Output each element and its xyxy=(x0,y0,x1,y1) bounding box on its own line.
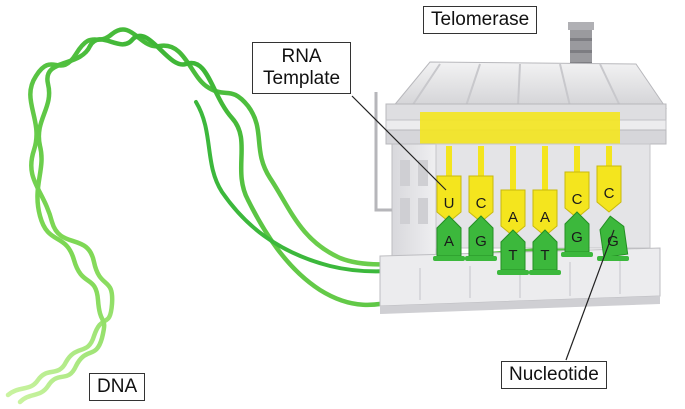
template-stem xyxy=(478,146,484,178)
nucleotide-leader xyxy=(565,229,615,361)
template-base-letter: C xyxy=(572,191,583,208)
template-base xyxy=(564,171,590,219)
nucleotide-foot xyxy=(561,252,593,257)
nucleotide-letter: G xyxy=(607,233,619,250)
rna-template-bar xyxy=(420,112,620,146)
template-base-letter: A xyxy=(508,209,518,226)
template-base xyxy=(500,189,526,237)
nucleotide-foot xyxy=(465,256,497,261)
telomerase-label: Telomerase xyxy=(423,6,538,34)
template-stem xyxy=(574,146,580,174)
rna-template-label: RNA Template xyxy=(252,42,352,94)
nucleotide-letter: T xyxy=(540,247,549,264)
machine-roof xyxy=(390,61,667,109)
template-base xyxy=(468,175,494,223)
template-stem xyxy=(510,146,516,192)
template-base xyxy=(532,189,558,237)
template-base-letter: U xyxy=(444,195,455,212)
template-base-letter: C xyxy=(604,185,615,202)
nucleotide-letter: G xyxy=(475,233,487,250)
dna-strand-b xyxy=(17,33,403,405)
template-base-letter: C xyxy=(476,195,487,212)
template-base xyxy=(596,165,622,213)
nucleotide-foot xyxy=(529,270,561,275)
nucleotide-letter: T xyxy=(508,247,517,264)
rna-template-label-line1: RNA xyxy=(281,46,322,67)
rna-template-label-line2: Template xyxy=(263,68,341,89)
template-stem xyxy=(606,146,612,168)
template-base-letter: A xyxy=(540,209,550,226)
nucleotide-foot xyxy=(497,270,529,275)
nucleotide xyxy=(599,215,629,259)
template-stem xyxy=(542,146,548,192)
nucleotide-letter: A xyxy=(444,233,454,250)
nucleotide-label: Nucleotide xyxy=(501,361,607,389)
nucleotide-foot xyxy=(433,256,465,261)
nucleotide-foot xyxy=(597,256,629,261)
dna-strand-a xyxy=(5,27,633,398)
dna-label: DNA xyxy=(89,373,146,401)
leader-lines xyxy=(351,95,615,361)
template-stem xyxy=(446,146,452,178)
rna-template-leader xyxy=(351,95,447,191)
nucleotide-letter: G xyxy=(571,229,583,246)
